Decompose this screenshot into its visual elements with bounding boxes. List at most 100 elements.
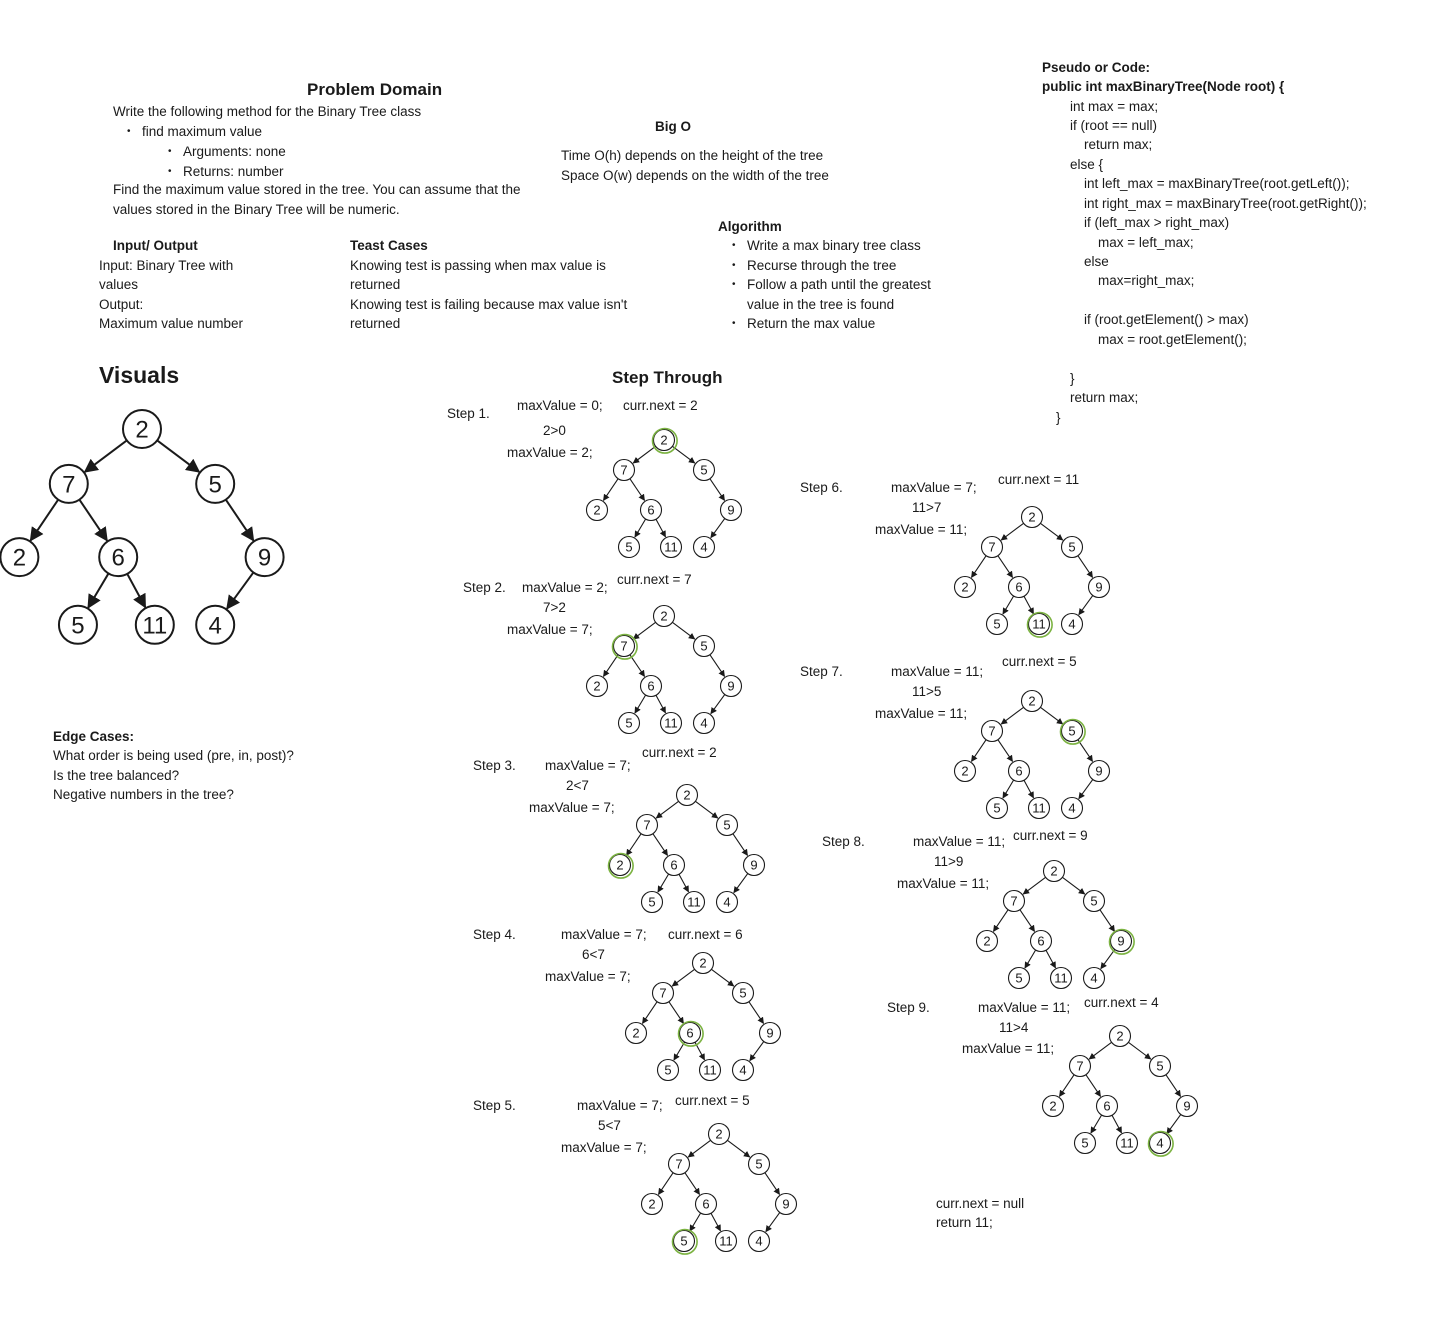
code-line: } bbox=[1056, 410, 1061, 425]
tree-edge bbox=[711, 968, 735, 987]
tree-node-value: 5 bbox=[1068, 724, 1075, 739]
step-max-before: maxValue = 11; bbox=[913, 834, 1006, 849]
tree-edge bbox=[672, 445, 696, 464]
tree-node bbox=[1082, 889, 1106, 913]
current-node-highlight bbox=[1108, 928, 1135, 955]
tree-node-value: 11 bbox=[719, 1234, 733, 1249]
step-curr-next: curr.next = 11 bbox=[998, 472, 1080, 487]
tree-node-value: 4 bbox=[1090, 971, 1097, 986]
tree-edge bbox=[733, 873, 749, 894]
step-comparison: 11>7 bbox=[912, 500, 942, 515]
tree-edge bbox=[78, 499, 108, 542]
tree-node-value: 6 bbox=[1015, 764, 1022, 779]
tree-node bbox=[624, 1021, 648, 1045]
tree-edge bbox=[1077, 555, 1094, 579]
tree-node bbox=[1027, 612, 1051, 636]
tree-edge bbox=[970, 555, 987, 579]
code-line: int left_max = maxBinaryTree(root.getLef… bbox=[1084, 176, 1350, 191]
step-curr-next: curr.next = 6 bbox=[668, 927, 743, 942]
tree-edge bbox=[1062, 876, 1086, 895]
algorithm-item: Write a max binary tree class bbox=[732, 236, 931, 256]
io-title: Input/ Output bbox=[113, 238, 198, 253]
big-o-title: Big O bbox=[655, 119, 691, 134]
tree-edge bbox=[689, 1212, 702, 1232]
step-max-after: maxValue = 11; bbox=[875, 706, 968, 721]
step-max-before: maxValue = 11; bbox=[891, 664, 984, 679]
tree-node-value: 2 bbox=[648, 1197, 655, 1212]
tree-node bbox=[682, 890, 706, 914]
io-line: values bbox=[99, 277, 139, 292]
step-max-after: maxValue = 2; bbox=[507, 445, 593, 460]
tree-node bbox=[985, 612, 1009, 636]
tree-node-value: 4 bbox=[739, 1063, 746, 1078]
tree-node-value: 4 bbox=[209, 612, 222, 639]
tree-edge bbox=[970, 739, 987, 763]
tree-node bbox=[1060, 719, 1084, 743]
tree-node bbox=[1068, 1054, 1092, 1078]
step-label: Step 3. bbox=[473, 758, 516, 773]
tree-node-value: 9 bbox=[750, 858, 757, 873]
tree-node-value: 7 bbox=[62, 472, 75, 499]
tree-node-value: 6 bbox=[670, 858, 677, 873]
final-next: curr.next = null bbox=[936, 1196, 1025, 1211]
tree-node bbox=[1060, 796, 1084, 820]
problem-domain-bullets: find maximum value bbox=[127, 122, 262, 142]
tree-node-value: 7 bbox=[1010, 894, 1017, 909]
tree-edge bbox=[997, 739, 1014, 763]
algorithm-list: Write a max binary tree class Recurse th… bbox=[732, 236, 931, 334]
tree-node bbox=[585, 674, 609, 698]
tree-node-value: 5 bbox=[680, 1234, 687, 1249]
tree-node-value: 11 bbox=[664, 540, 678, 555]
tree-node bbox=[1175, 1094, 1199, 1118]
tree-node bbox=[640, 890, 664, 914]
tree-node-value: 9 bbox=[782, 1197, 789, 1212]
tree-edge bbox=[710, 518, 726, 539]
tree-node-value: 5 bbox=[664, 1063, 671, 1078]
step-label: Step 4. bbox=[473, 927, 516, 942]
tree-edge bbox=[1165, 1074, 1182, 1098]
tree-node-value: 5 bbox=[723, 818, 730, 833]
tree-node bbox=[675, 783, 699, 807]
tree-edge bbox=[641, 1001, 658, 1025]
code-line: int max = max; bbox=[1070, 99, 1159, 114]
tree-node bbox=[635, 813, 659, 837]
tree-node-value: 7 bbox=[620, 639, 627, 654]
tree-node bbox=[656, 1058, 680, 1082]
tree-node-value: 2 bbox=[983, 934, 990, 949]
tree-node-value: 7 bbox=[675, 1157, 682, 1172]
tree-edge bbox=[156, 439, 201, 473]
current-node-highlight bbox=[1059, 718, 1086, 745]
tree-node bbox=[617, 711, 641, 735]
tree-node bbox=[774, 1192, 798, 1216]
tree-node-value: 7 bbox=[988, 540, 995, 555]
tree-node bbox=[1049, 966, 1073, 990]
tree-node-value: 11 bbox=[1120, 1136, 1134, 1151]
problem-domain-sub-bullet: Returns: number bbox=[168, 162, 286, 182]
tree-node bbox=[985, 796, 1009, 820]
tree-node-value: 2 bbox=[13, 545, 26, 572]
tree-node-value: 6 bbox=[1015, 580, 1022, 595]
tree-edge bbox=[1022, 876, 1046, 895]
tree-node-value: 5 bbox=[700, 463, 707, 478]
tree-edge bbox=[687, 1139, 711, 1158]
step-comparison: 6<7 bbox=[582, 947, 605, 962]
tree-node-value: 5 bbox=[739, 986, 746, 1001]
tree-node-value: 5 bbox=[993, 801, 1000, 816]
tree-node-value: 7 bbox=[620, 463, 627, 478]
tree-node-value: 9 bbox=[1095, 580, 1102, 595]
tree-edge bbox=[1078, 779, 1094, 800]
tree-node-value: 11 bbox=[1032, 801, 1046, 816]
step-label: Step 7. bbox=[800, 664, 843, 679]
tree-node bbox=[678, 1021, 702, 1045]
tree-node bbox=[195, 604, 236, 645]
tree-node-value: 4 bbox=[1068, 801, 1075, 816]
tree-node bbox=[659, 711, 683, 735]
test-case-line: returned bbox=[350, 277, 401, 292]
tree-node-value: 9 bbox=[1117, 934, 1124, 949]
tree-edge bbox=[1111, 1114, 1123, 1134]
tree-node-value: 9 bbox=[1095, 764, 1102, 779]
tree-edge bbox=[668, 1001, 685, 1025]
